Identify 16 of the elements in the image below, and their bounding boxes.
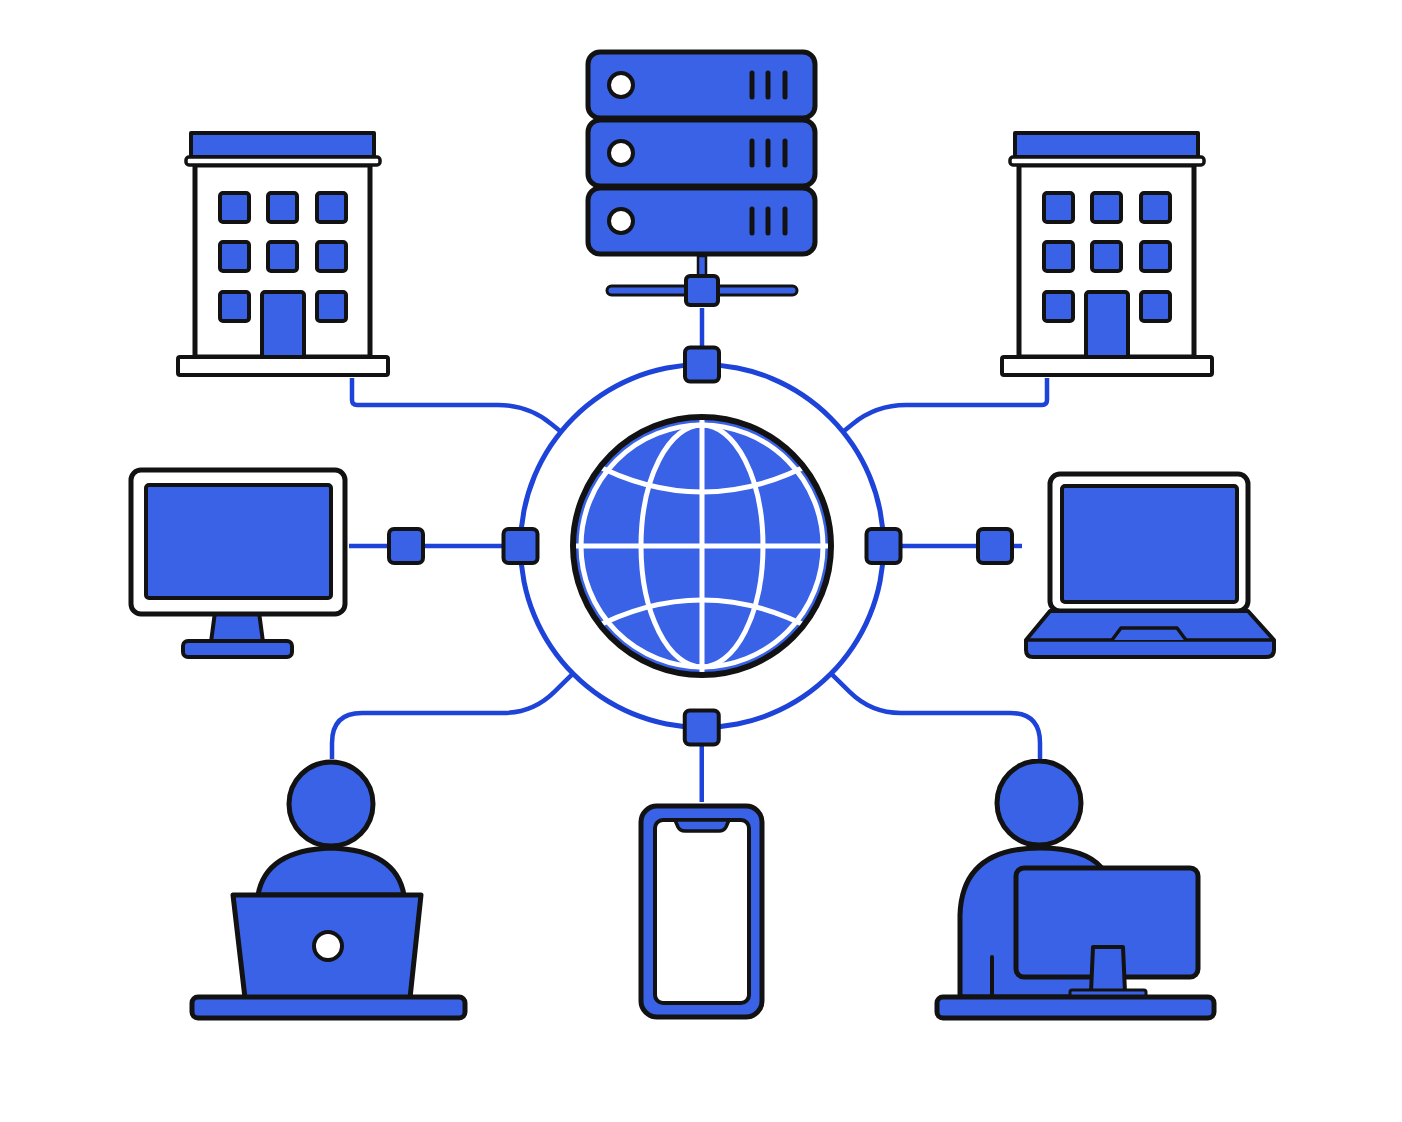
connector-line	[329, 671, 575, 759]
connector-line	[864, 527, 1022, 565]
smartphone-icon	[637, 802, 766, 1021]
office-building-icon	[1000, 130, 1214, 378]
globe-icon	[570, 414, 834, 678]
person-desktop-icon	[934, 759, 1217, 1021]
office-building-icon	[176, 130, 390, 378]
connector-line	[829, 671, 1043, 759]
server-rack-icon	[584, 48, 820, 308]
connector-line	[683, 308, 721, 384]
connector-line	[349, 527, 540, 565]
laptop-icon	[1022, 470, 1278, 660]
desktop-monitor-icon	[127, 466, 349, 660]
person-laptop-icon	[189, 759, 469, 1021]
connector-line	[682, 708, 721, 802]
network-ring	[518, 362, 886, 730]
